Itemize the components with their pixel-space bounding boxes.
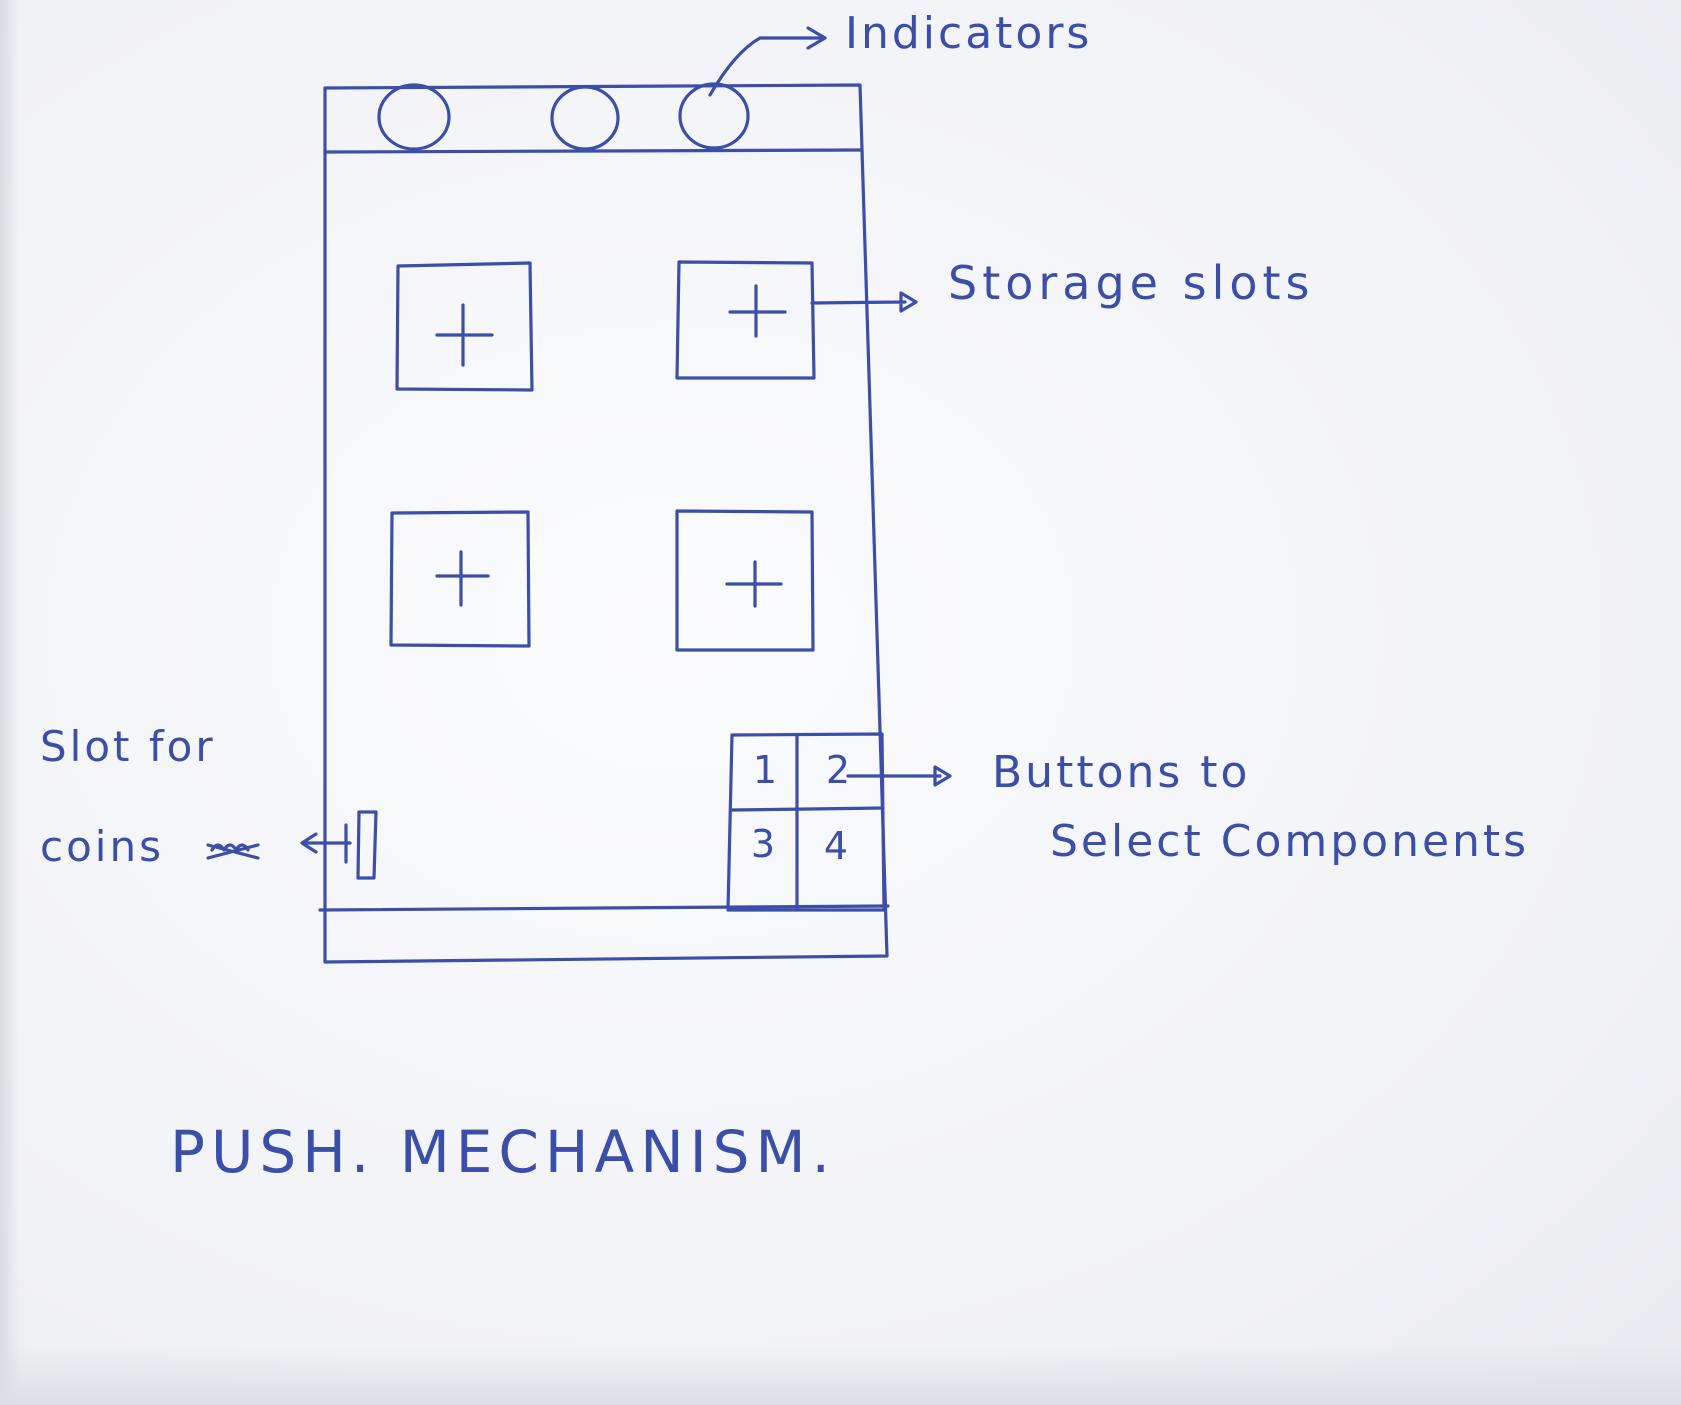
select-button-2[interactable]: 2 [825, 748, 851, 792]
buttons-label-line2: Select Components [1050, 816, 1530, 867]
indicator-light-3 [678, 82, 750, 150]
machine-body [323, 83, 889, 964]
storage-slots-arrow [810, 291, 918, 313]
dispenser-tray-divider [318, 904, 890, 912]
select-button-3[interactable]: 3 [750, 822, 776, 866]
diagram-title: PUSH. MECHANISM. [170, 1118, 836, 1186]
button-grid [726, 732, 886, 912]
plus-icon-2 [728, 284, 787, 338]
select-button-1[interactable]: 1 [752, 748, 778, 792]
plus-icon-4 [725, 560, 783, 608]
buttons-arrow [846, 765, 952, 787]
slot-for-coins-label-line1: Slot for [40, 722, 216, 771]
storage-slots-label: Storage slots [948, 256, 1315, 310]
storage-slot-1[interactable] [395, 261, 534, 392]
storage-slot-3[interactable] [389, 510, 531, 648]
coin-slot-arrow [300, 823, 352, 864]
buttons-label-line1: Buttons to [992, 747, 1251, 798]
plus-icon-1 [435, 303, 494, 367]
indicators-arrow [708, 26, 827, 97]
indicator-light-1 [377, 83, 451, 151]
slot-for-coins-label-line2: coins [40, 822, 164, 871]
storage-slot-2[interactable] [675, 260, 816, 380]
storage-slot-4[interactable] [675, 509, 815, 652]
scribble-mark [206, 843, 260, 860]
select-button-4[interactable]: 4 [823, 824, 849, 868]
plus-icon-3 [435, 550, 490, 607]
paper-bottom-shadow [0, 1345, 1681, 1405]
coin-slot[interactable] [356, 810, 378, 880]
indicator-light-2 [550, 85, 620, 151]
indicators-label: Indicators [845, 8, 1093, 59]
paper-left-shadow [0, 0, 20, 1405]
indicator-bar-divider [324, 148, 863, 154]
